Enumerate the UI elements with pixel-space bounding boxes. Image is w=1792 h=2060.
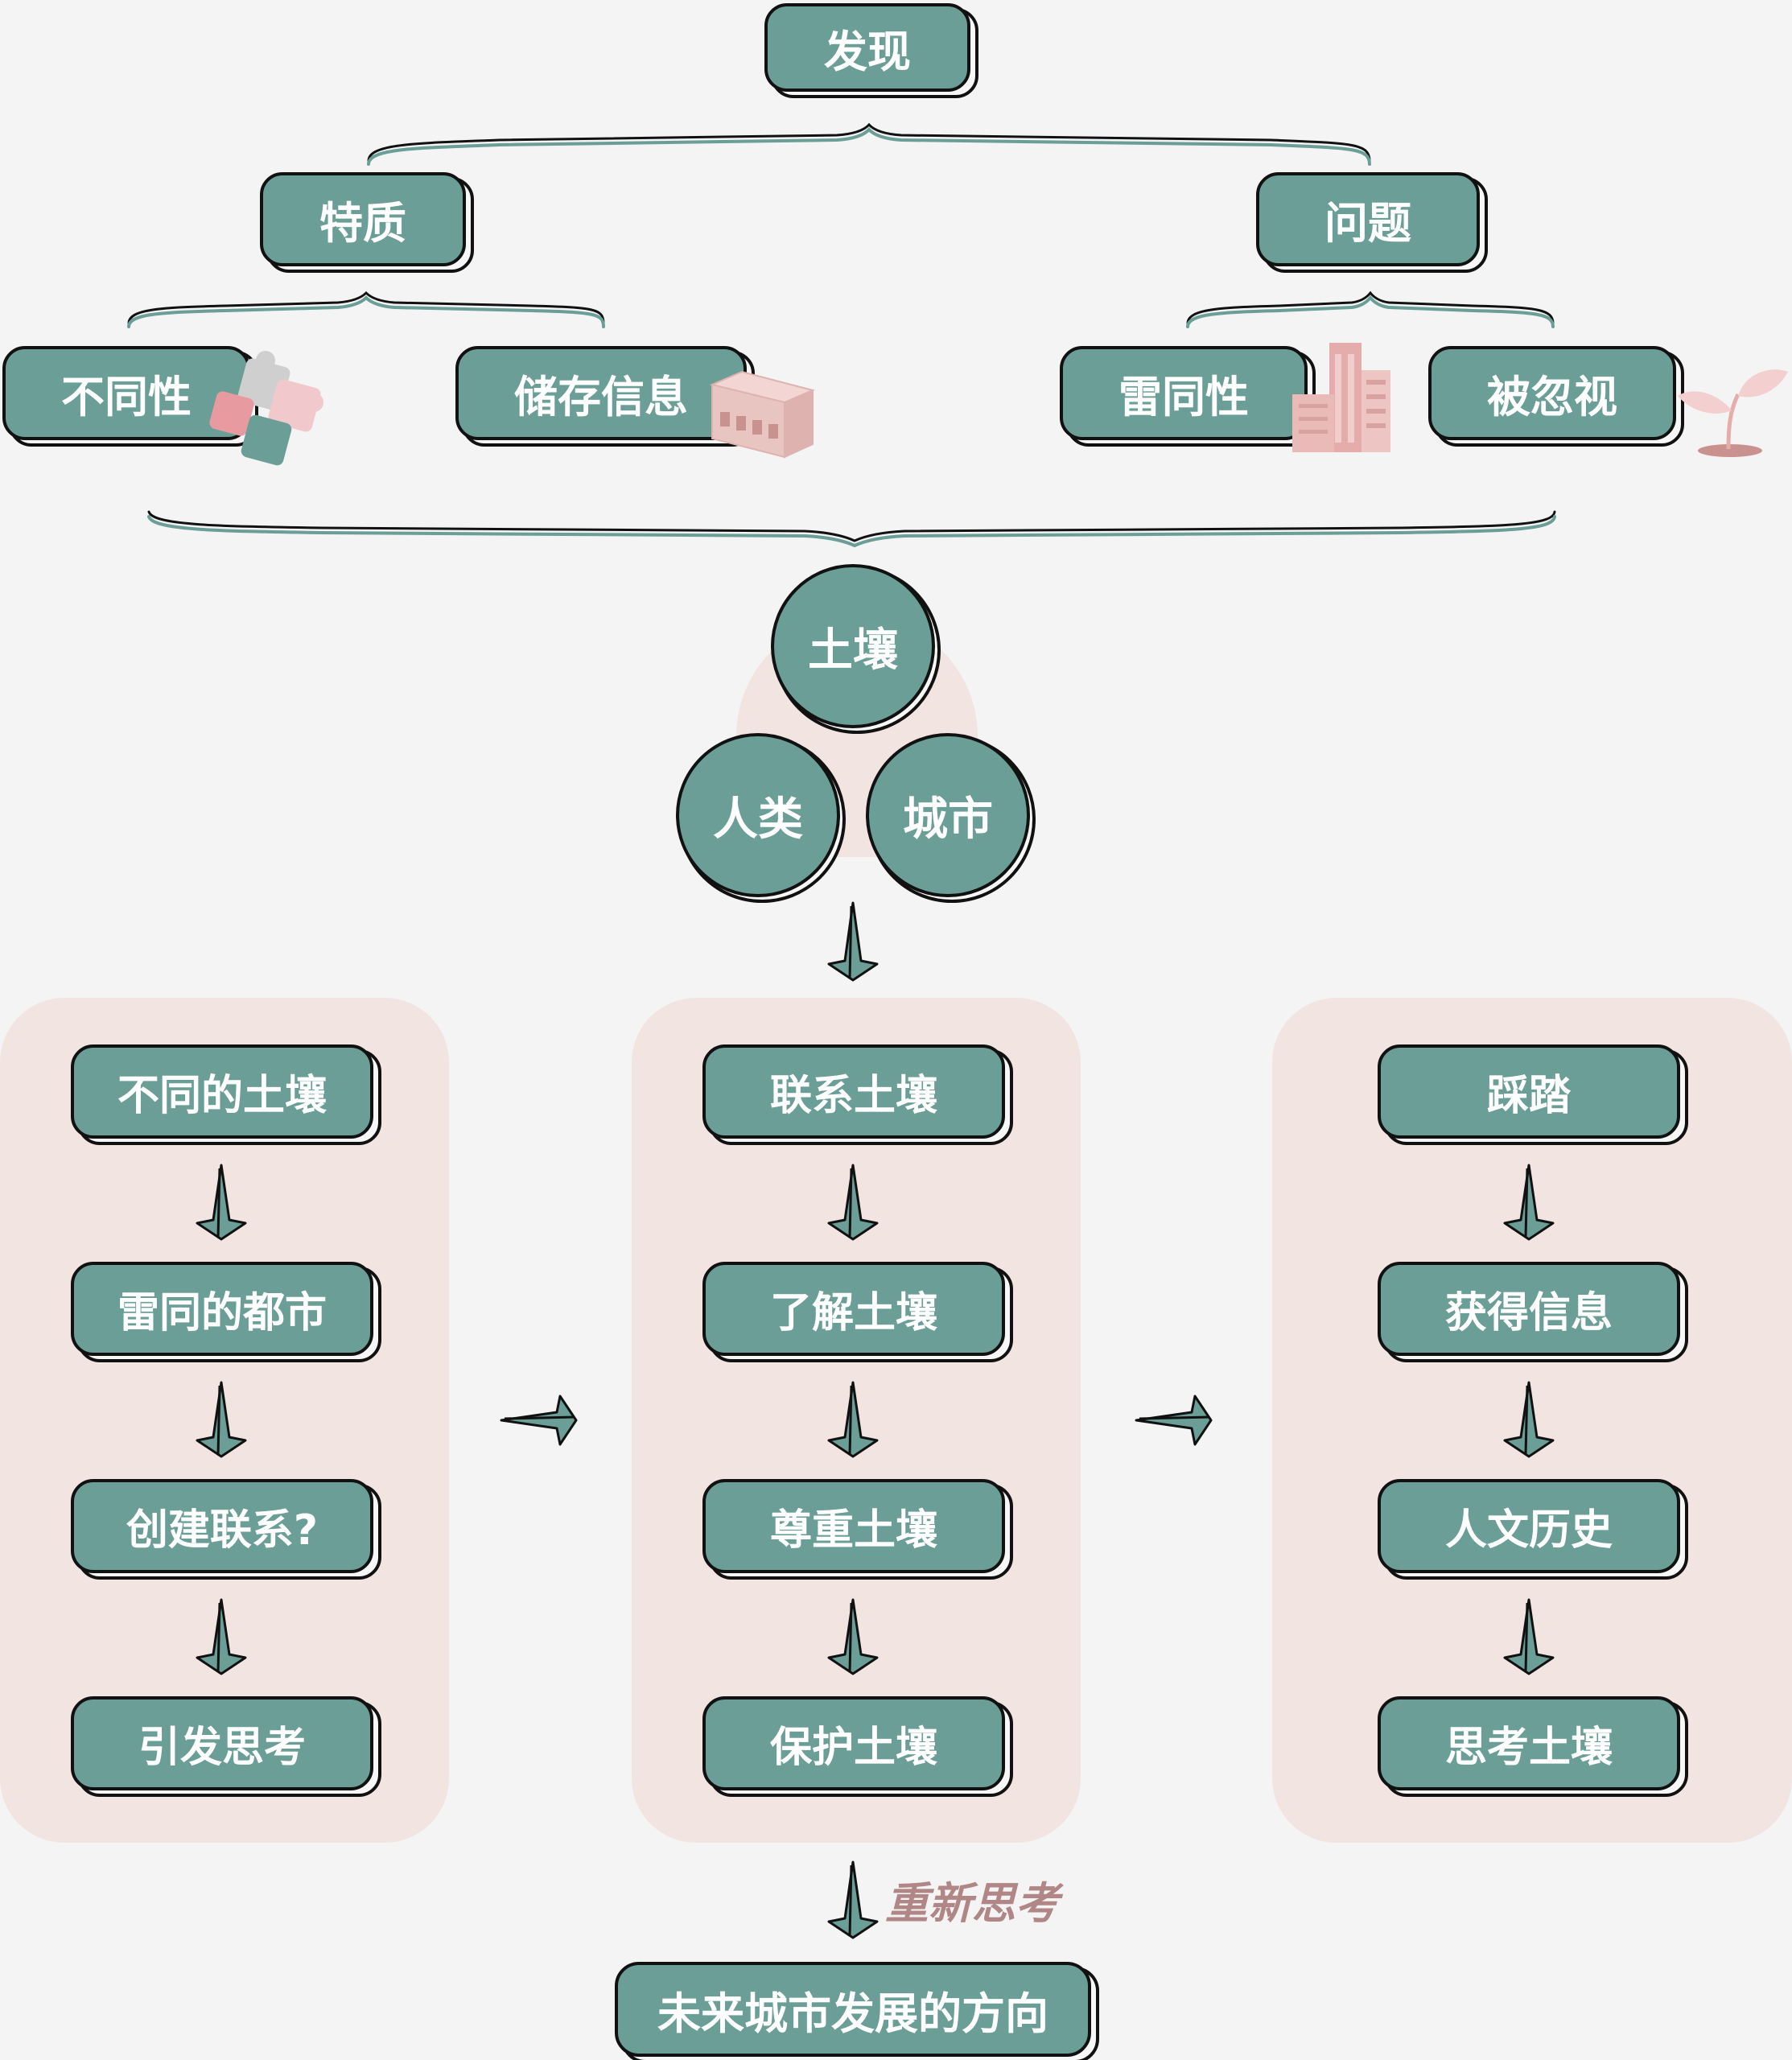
step-node[interactable]	[71, 1262, 381, 1362]
down-arrow	[827, 1860, 879, 1939]
down-arrow	[827, 1164, 879, 1241]
brace-all	[147, 510, 1556, 548]
brace-problem	[1186, 290, 1555, 328]
node-difference[interactable]	[2, 346, 258, 447]
down-arrow	[1503, 1381, 1555, 1458]
circle-soil[interactable]	[771, 564, 941, 734]
down-arrow	[196, 1598, 247, 1675]
node-root[interactable]	[764, 3, 978, 98]
step-node[interactable]	[702, 1696, 1013, 1797]
right-arrow	[500, 1395, 578, 1446]
node-problem[interactable]	[1256, 172, 1488, 273]
down-arrow	[827, 901, 879, 982]
step-node[interactable]	[1378, 1696, 1688, 1797]
node-final[interactable]	[615, 1962, 1099, 2060]
down-arrow	[1503, 1164, 1555, 1241]
node-sameness[interactable]	[1060, 346, 1316, 447]
brick-icon	[709, 370, 816, 459]
circle-human[interactable]	[676, 733, 846, 903]
puzzle-icon	[209, 351, 323, 466]
step-node[interactable]	[702, 1479, 1013, 1580]
step-node[interactable]	[1378, 1479, 1688, 1580]
brace-quality	[127, 290, 605, 328]
down-arrow	[827, 1381, 879, 1458]
down-arrow	[196, 1164, 247, 1241]
step-node[interactable]	[702, 1044, 1013, 1145]
step-node[interactable]	[1378, 1262, 1688, 1362]
step-node[interactable]	[702, 1262, 1013, 1362]
node-quality[interactable]	[260, 172, 474, 273]
node-storage[interactable]	[455, 346, 755, 447]
down-arrow	[827, 1598, 879, 1675]
circle-city[interactable]	[866, 733, 1036, 903]
step-node[interactable]	[71, 1044, 381, 1145]
down-arrow	[1503, 1598, 1555, 1675]
node-ignored[interactable]	[1428, 346, 1684, 447]
down-arrow	[196, 1381, 247, 1458]
step-node[interactable]	[71, 1696, 381, 1797]
step-node[interactable]	[71, 1479, 381, 1580]
step-node[interactable]	[1378, 1044, 1688, 1145]
right-arrow	[1135, 1395, 1213, 1446]
buildings-icon	[1292, 343, 1390, 452]
brace-root	[367, 122, 1371, 166]
sprout-icon	[1678, 369, 1788, 457]
